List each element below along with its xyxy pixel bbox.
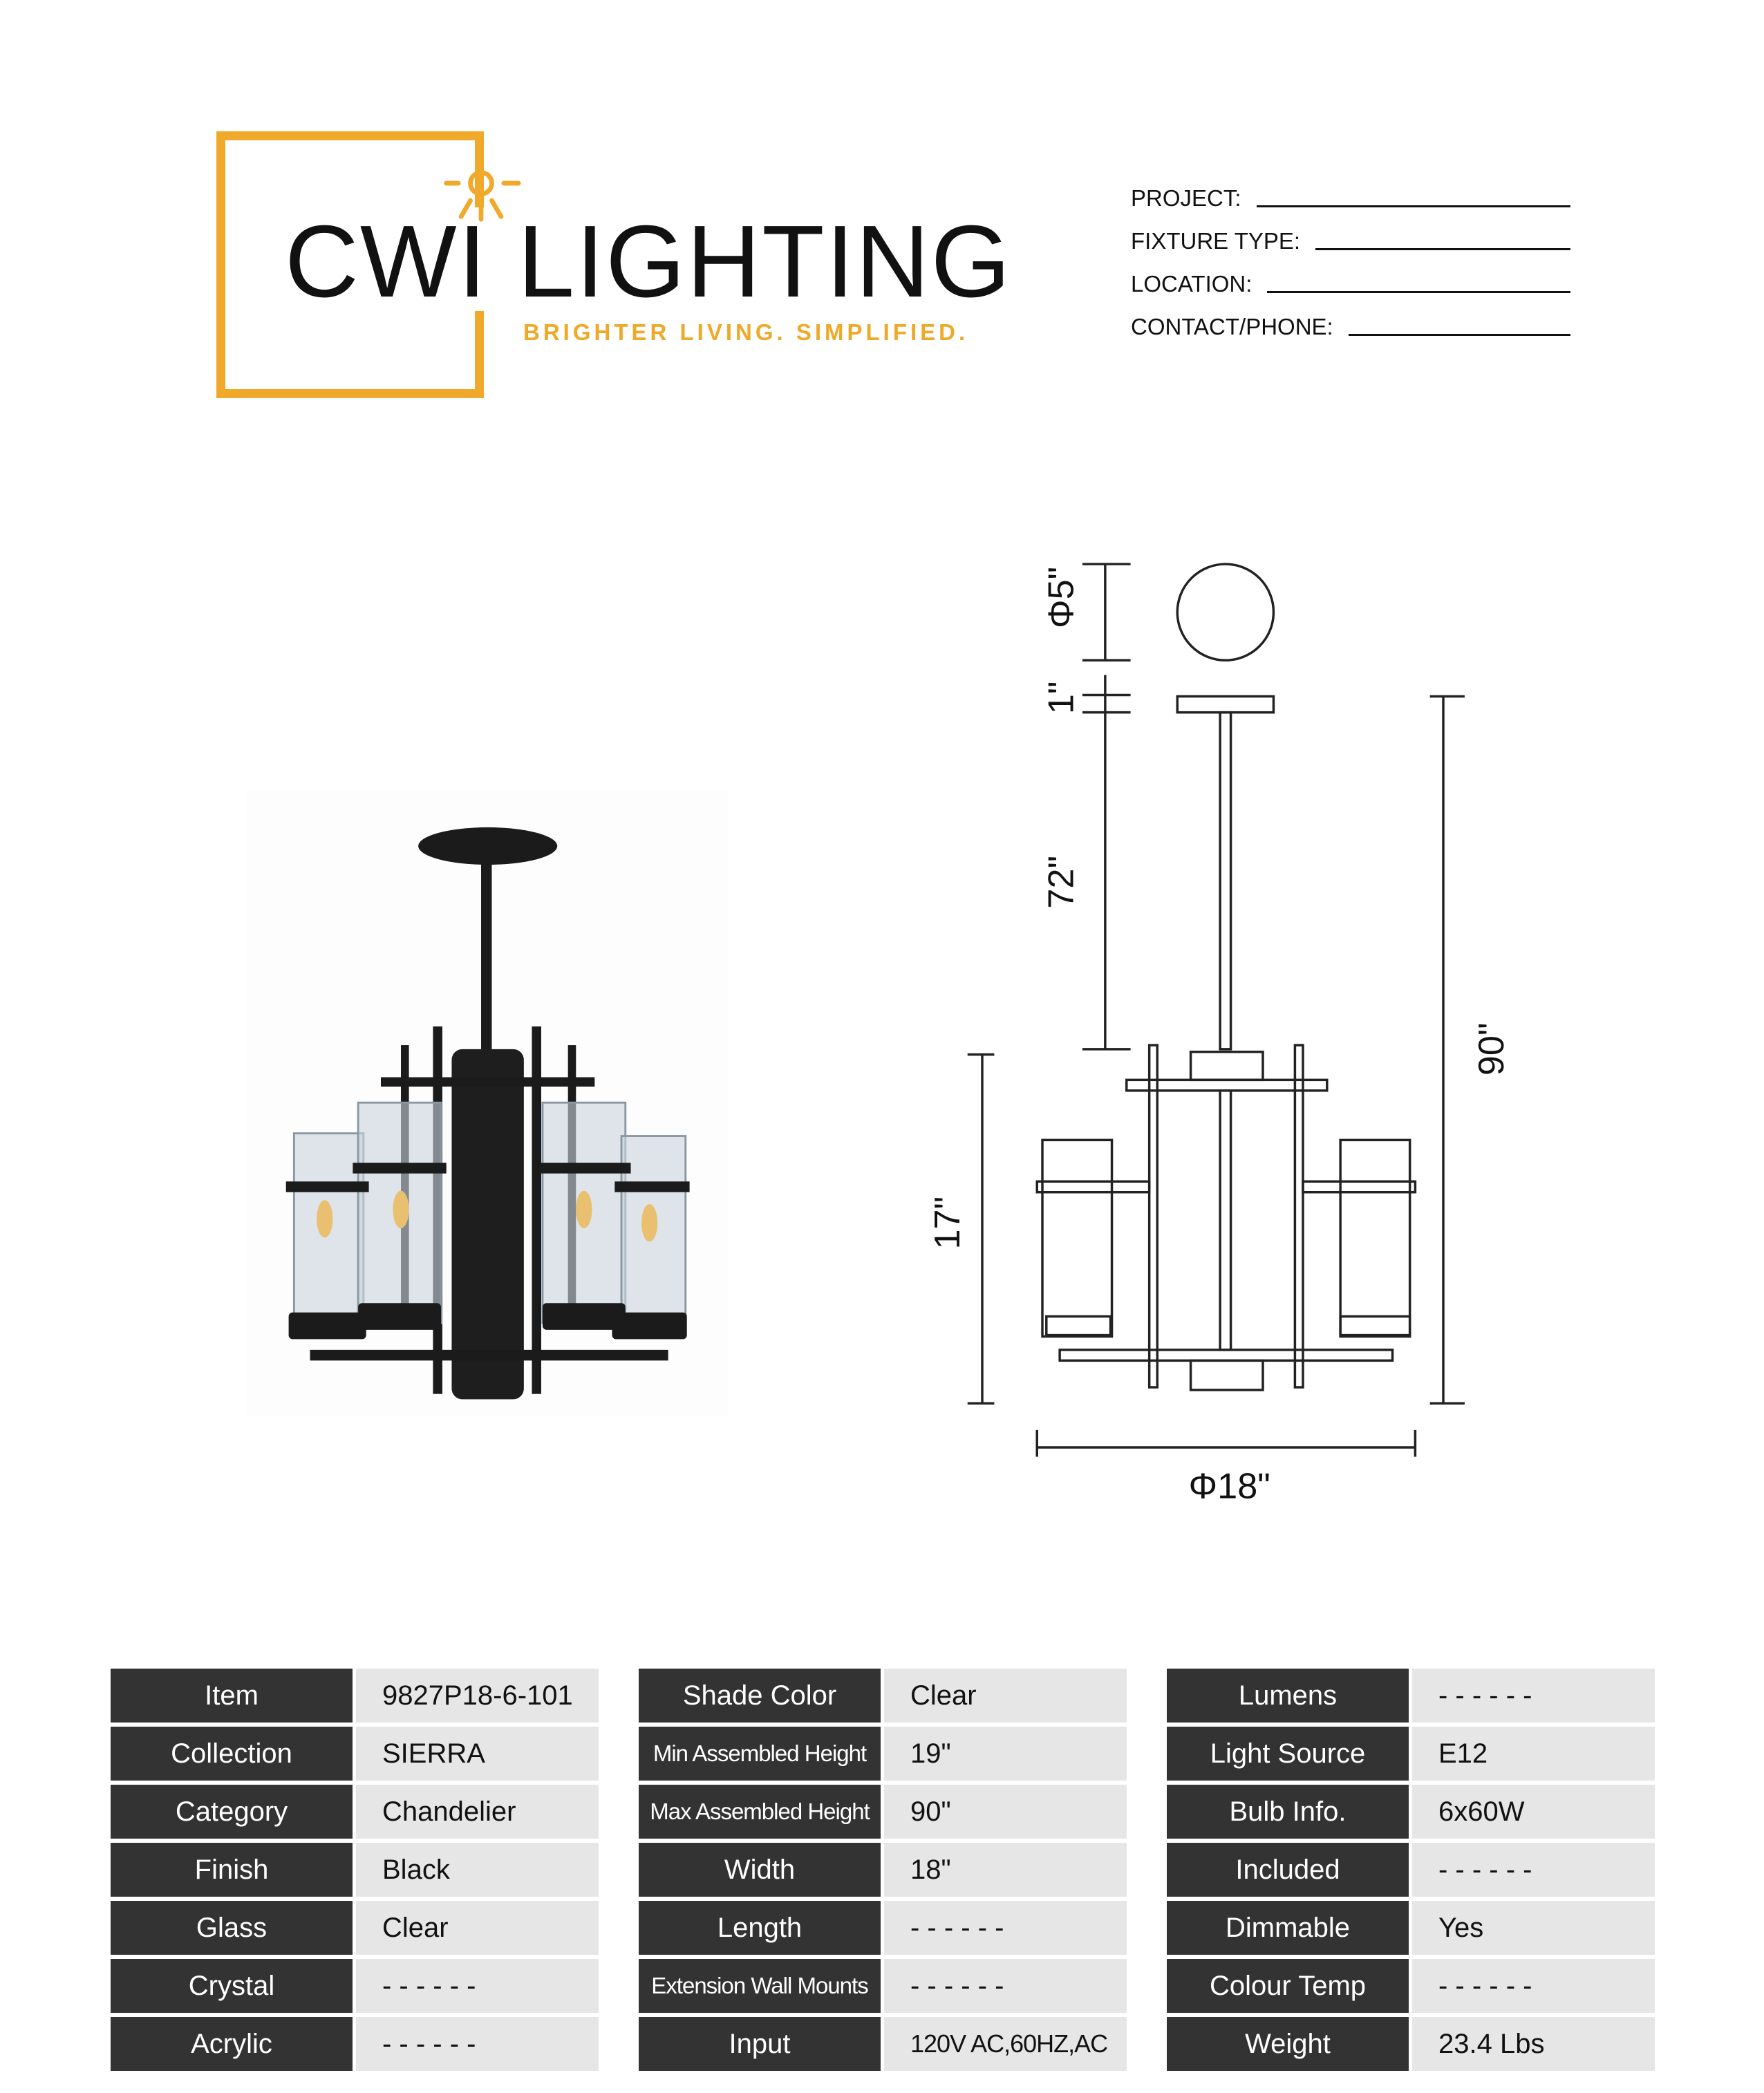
product-photo [247,791,729,1417]
spec-value: - - - - - - [1412,1669,1655,1723]
project-line[interactable] [1256,205,1570,207]
spec-value: - - - - - - [1412,1959,1655,2013]
spec-key: Category [111,1785,353,1839]
dim-width: Φ18" [1189,1466,1270,1506]
logo-frame [216,131,484,398]
table-row: Lumens- - - - - - [1167,1669,1655,1723]
spec-value: - - - - - - [884,1959,1127,2013]
spec-value: 90" [884,1785,1127,1839]
spec-key: Included [1167,1843,1409,1897]
dim-max-height: 90" [1472,1023,1512,1076]
table-row: Bulb Info.6x60W [1167,1785,1655,1839]
spec-value: Clear [356,1901,599,1955]
spec-value: 9827P18-6-101 [356,1669,599,1723]
spec-value: 19" [884,1727,1127,1781]
spec-key: Width [639,1843,881,1897]
table-row: Acrylic- - - - - - [111,2017,599,2071]
spec-value: Black [356,1843,599,1897]
spec-key: Bulb Info. [1167,1785,1409,1839]
spec-value: 23.4 Lbs [1412,2017,1655,2071]
spec-key: Crystal [111,1959,353,2013]
project-label: PROJECT: [1131,185,1241,211]
spec-value: SIERRA [356,1727,599,1781]
fixture-type-field[interactable]: FIXTURE TYPE: [1131,228,1570,254]
spec-value: - - - - - - [1412,1843,1655,1897]
spec-value: 6x60W [1412,1785,1655,1839]
spec-key: Lumens [1167,1669,1409,1723]
table-row: Colour Temp- - - - - - [1167,1959,1655,2013]
spec-value: Clear [884,1669,1127,1723]
spec-key: Glass [111,1901,353,1955]
spec-key: Extension Wall Mounts [639,1959,881,2013]
spec-value: - - - - - - [884,1901,1127,1955]
spec-key: Collection [111,1727,353,1781]
spec-key: Finish [111,1843,353,1897]
table-row: Included- - - - - - [1167,1843,1655,1897]
brand-name: CWI LIGHTING [285,205,1012,319]
table-row: Extension Wall Mounts- - - - - - [639,1959,1127,2013]
table-row: Crystal- - - - - - [111,1959,599,2013]
spec-key: Acrylic [111,2017,353,2071]
contact-phone-line[interactable] [1348,334,1570,336]
technical-drawing [967,563,1465,1457]
spec-value: Yes [1412,1901,1655,1955]
dim-chain-length: 72" [1041,856,1081,909]
spec-key: Min Assembled Height [639,1727,881,1781]
spec-value: 18" [884,1843,1127,1897]
spec-key: Dimmable [1167,1901,1409,1955]
logo-frame-gap [473,207,487,311]
spec-key: Light Source [1167,1727,1409,1781]
spec-value: 120V AC,60HZ,AC [884,2017,1127,2071]
project-field[interactable]: PROJECT: [1131,185,1570,212]
dim-canopy-height: 1" [1041,682,1081,715]
spec-key: Item [111,1669,353,1723]
contact-phone-label: CONTACT/PHONE: [1131,314,1333,339]
contact-phone-field[interactable]: CONTACT/PHONE: [1131,314,1570,340]
spec-value: Chandelier [356,1785,599,1839]
spec-value: - - - - - - [356,2017,599,2071]
location-field[interactable]: LOCATION: [1131,271,1570,297]
spec-key: Max Assembled Height [639,1785,881,1839]
spec-key: Shade Color [639,1669,881,1723]
spec-value: - - - - - - [356,1959,599,2013]
dim-canopy-diameter: Φ5" [1041,567,1081,628]
spec-key: Colour Temp [1167,1959,1409,2013]
table-row: Length- - - - - - [639,1901,1127,1955]
spec-key: Weight [1167,2017,1409,2071]
fixture-type-label: FIXTURE TYPE: [1131,228,1301,254]
spec-value: E12 [1412,1727,1655,1781]
location-label: LOCATION: [1131,271,1252,297]
lightbulb-icon [444,158,521,222]
spec-key: Length [639,1901,881,1955]
spec-key: Input [639,2017,881,2071]
dim-fixture-height: 17" [928,1196,968,1250]
fixture-type-line[interactable] [1315,248,1570,250]
brand-tagline: BRIGHTER LIVING. SIMPLIFIED. [523,319,969,345]
location-line[interactable] [1267,291,1570,293]
